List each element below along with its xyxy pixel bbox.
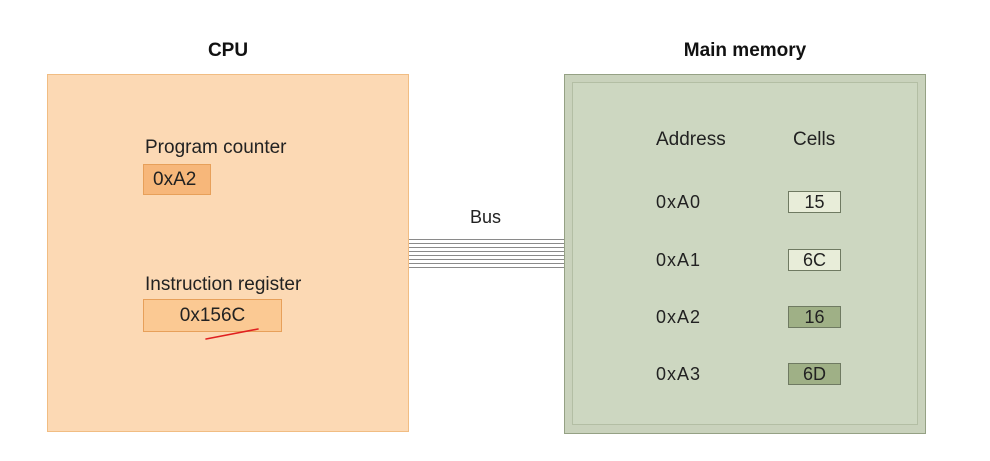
- memory-cell-highlighted: 6D: [788, 363, 841, 385]
- main-memory-title: Main memory: [683, 40, 807, 61]
- address-column-header: Address: [656, 129, 726, 150]
- main-memory-inner-panel: [572, 82, 918, 425]
- memory-cell: 6C: [788, 249, 841, 271]
- cpu-box: [47, 74, 409, 432]
- red-underline-annotation: [205, 328, 259, 340]
- program-counter-label: Program counter: [145, 137, 287, 158]
- memory-address: 0xA0: [656, 192, 702, 212]
- memory-address: 0xA1: [656, 250, 702, 270]
- instruction-register-label: Instruction register: [145, 274, 302, 295]
- memory-address: 0xA2: [656, 307, 702, 327]
- memory-cell: 15: [788, 191, 841, 213]
- bus-lines: [409, 239, 565, 268]
- instruction-register: 0x156C: [143, 299, 282, 332]
- program-counter-register: 0xA2: [143, 164, 211, 195]
- cells-column-header: Cells: [793, 129, 836, 150]
- memory-address: 0xA3: [656, 364, 702, 384]
- cpu-title: CPU: [207, 40, 249, 61]
- bus-label: Bus: [470, 207, 502, 227]
- memory-cell-highlighted: 16: [788, 306, 841, 328]
